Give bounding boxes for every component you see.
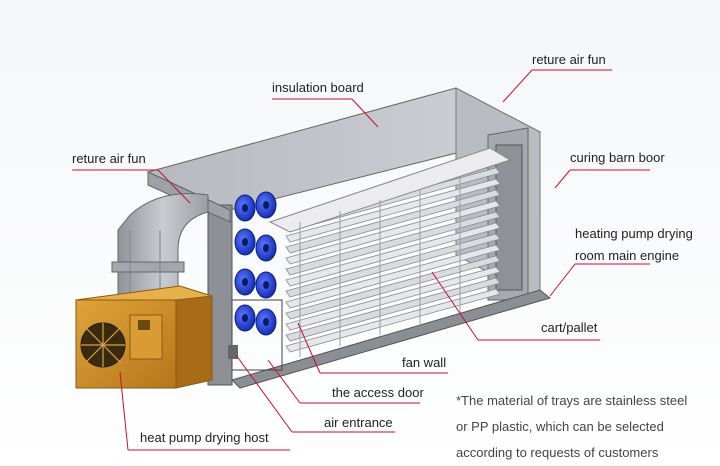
- heat-pump-host: [75, 285, 213, 389]
- leader-line: [119, 371, 129, 451]
- floor: [231, 289, 552, 389]
- label-reture-air-fun-left: reture air fun: [72, 151, 146, 166]
- access-door: [231, 299, 283, 371]
- label-fan-wall: fan wall: [402, 355, 447, 370]
- air-entrance: [228, 345, 238, 359]
- label-insulation-board: insulation board: [272, 80, 364, 95]
- return-air-duct: [111, 193, 209, 301]
- leader-line: [267, 359, 301, 404]
- fan-hub-icon: [263, 244, 269, 252]
- fan-wall: [234, 191, 277, 336]
- label-cart-pallet: cart/pallet: [541, 320, 598, 335]
- note-line-1: *The material of trays are stainless ste…: [456, 393, 688, 408]
- leader-line: [554, 169, 571, 189]
- top-tray: [268, 147, 512, 233]
- fan-hub-icon: [263, 201, 269, 209]
- leader-line: [431, 271, 479, 341]
- curing-barn-door: [495, 144, 523, 291]
- leader-line: [297, 322, 321, 374]
- note-line-3: according to requests of customers: [456, 445, 659, 460]
- fan-hub-icon: [242, 204, 248, 212]
- label-air-entrance: air entrance: [324, 415, 393, 430]
- note-line-2: or PP plastic, which can be selected: [456, 419, 664, 434]
- fan-hub-icon: [242, 278, 248, 286]
- label-curing-barn-boor: curing barn boor: [570, 150, 665, 165]
- fan-hub-icon: [242, 238, 248, 246]
- label-heating-pump-line1: heating pump drying: [575, 226, 693, 241]
- fan-hub-icon: [242, 314, 248, 322]
- material-note: *The material of trays are stainless ste…: [456, 388, 716, 466]
- leader-line: [351, 98, 379, 128]
- leader-line: [502, 69, 533, 103]
- leader-line: [157, 169, 191, 204]
- label-heating-pump-line2: room main engine: [575, 248, 680, 263]
- label-heat-pump-host: heat pump drying host: [140, 430, 269, 445]
- fan-hub-icon: [263, 318, 269, 326]
- label-reture-air-fun-top: reture air fun: [532, 52, 606, 67]
- leader-line: [549, 263, 576, 297]
- fan-hub-icon: [263, 281, 269, 289]
- leader-lines: [72, 69, 650, 451]
- label-access-door: the access door: [332, 385, 424, 400]
- leader-line: [235, 354, 293, 433]
